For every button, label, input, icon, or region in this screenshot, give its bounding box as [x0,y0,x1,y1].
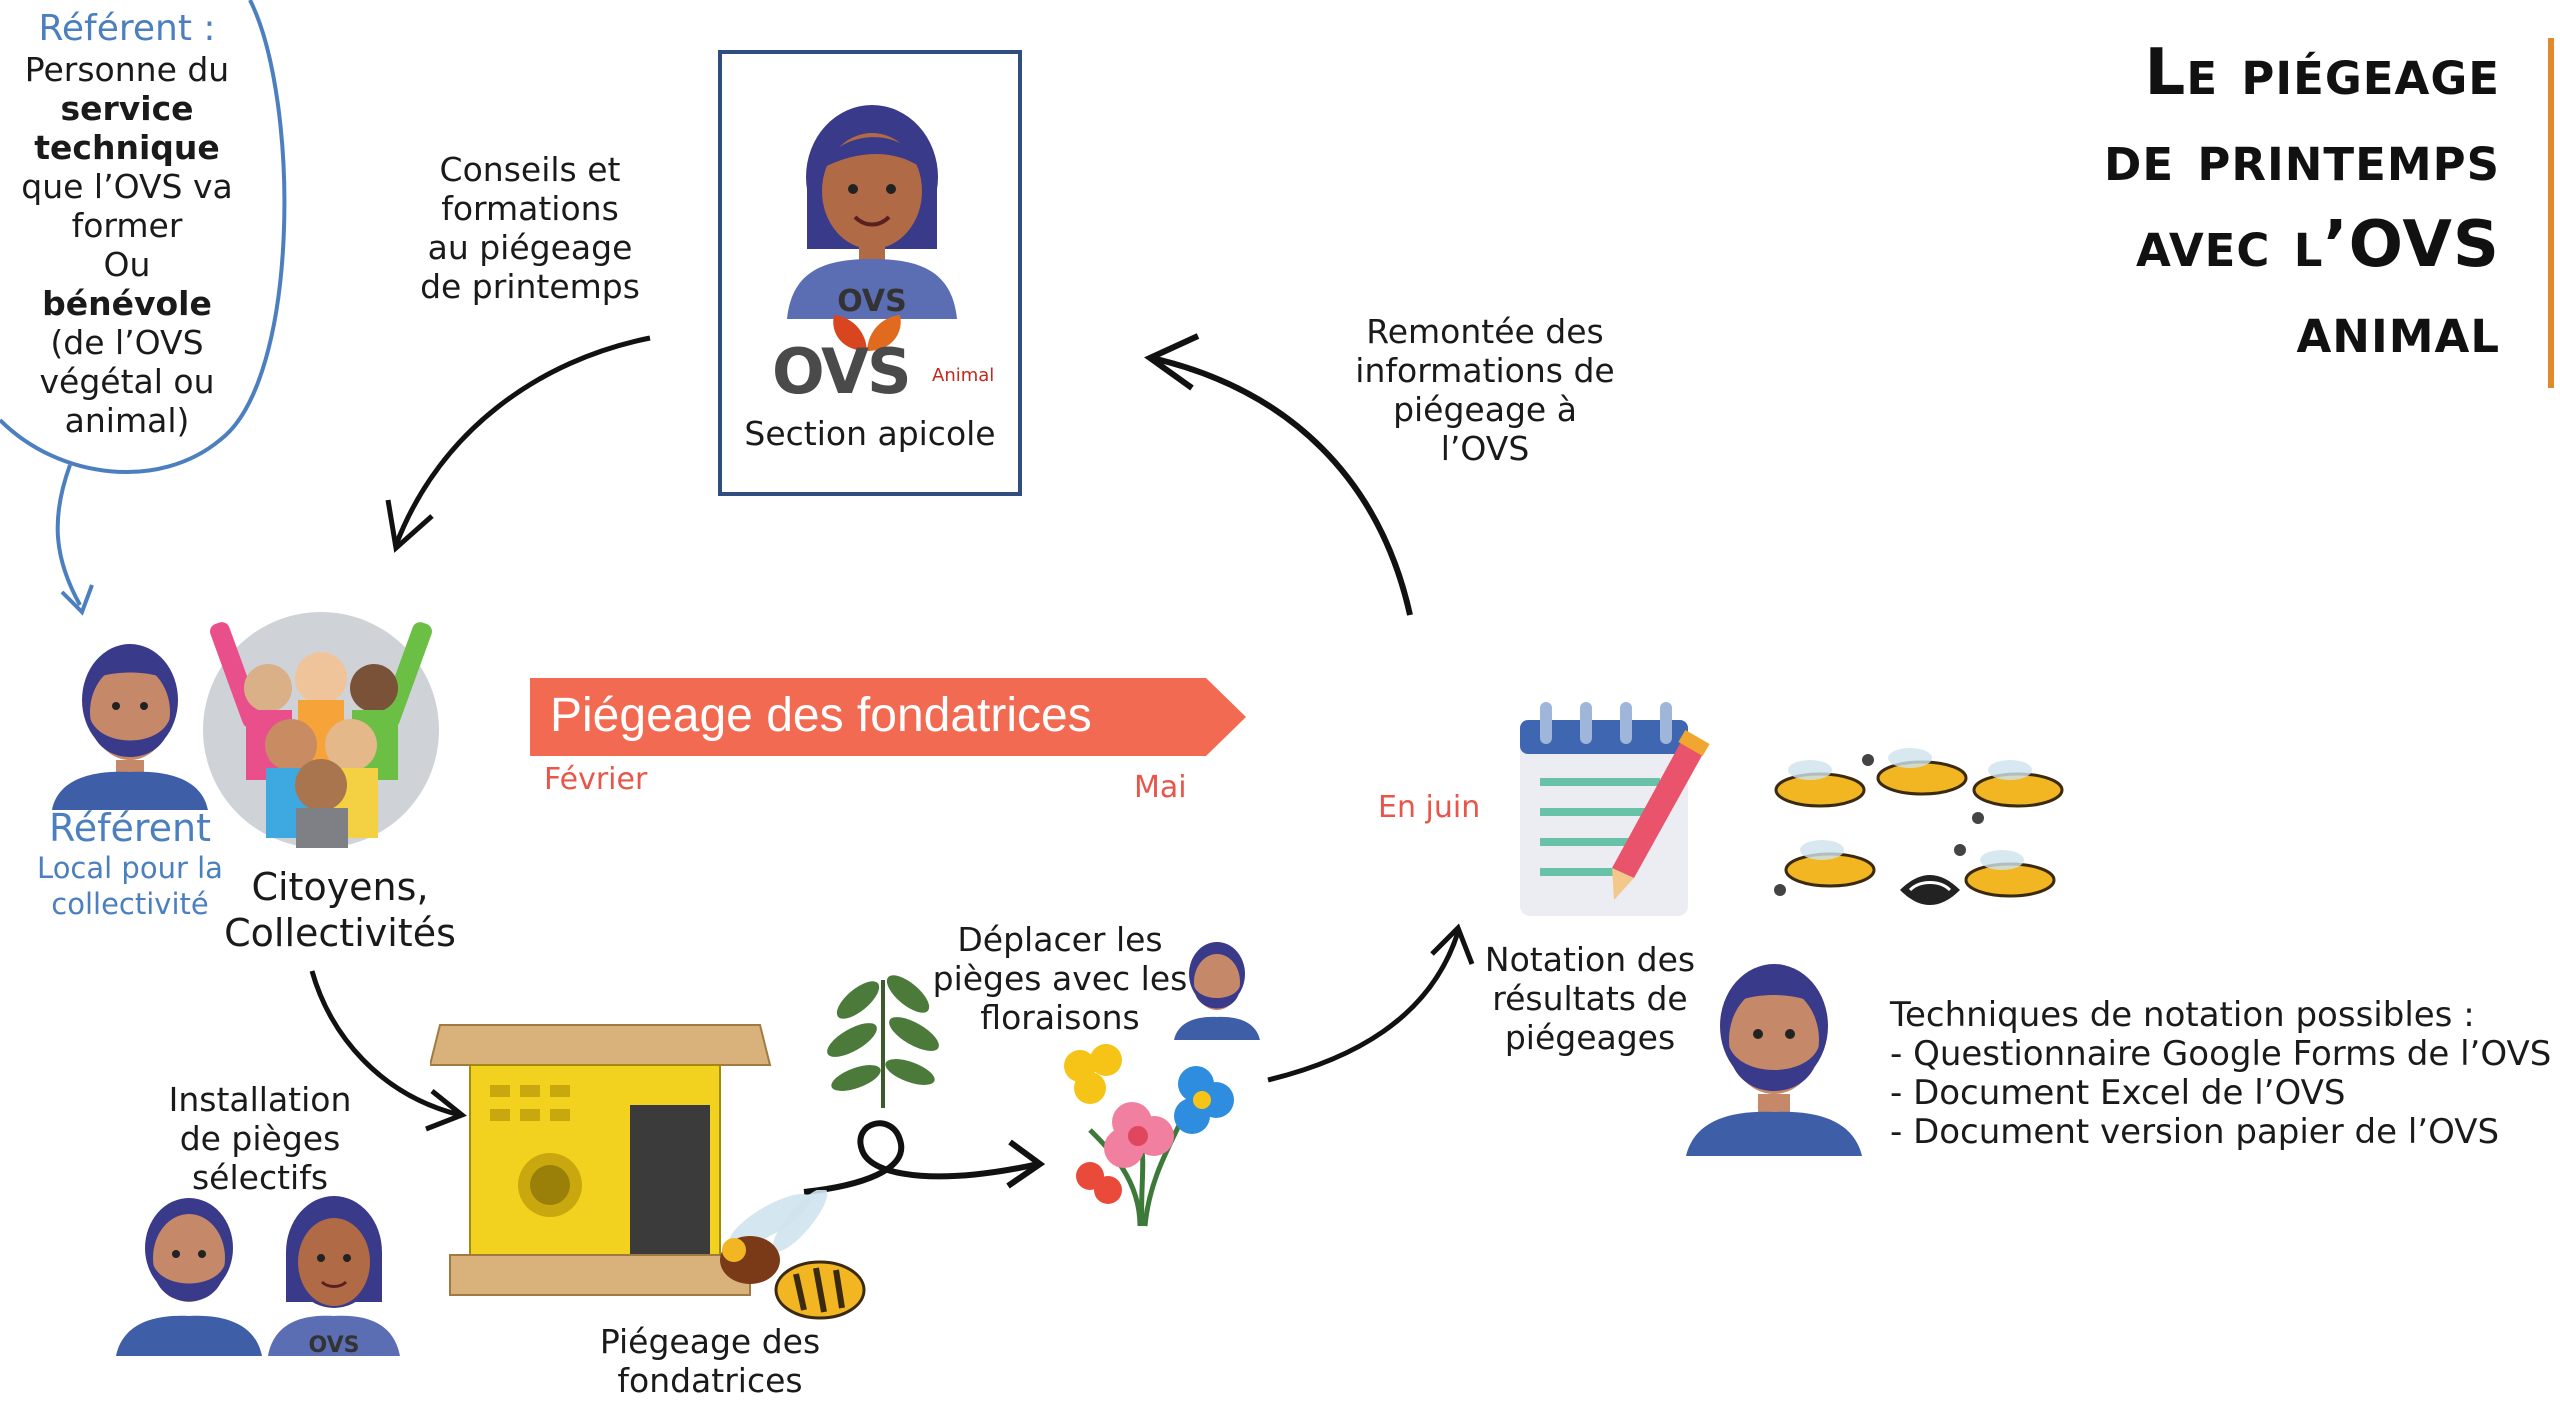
referent-bubble-line: service [60,89,194,128]
techniques-list: Techniques de notation possibles : - Que… [1890,996,2551,1152]
referent-bubble-line: Personne du [24,50,230,89]
referent-bubble-line: (de l’OVS [50,323,204,362]
leaves-icon [827,975,939,1108]
deplacer-line: pièges avec les [932,959,1188,998]
arrow-remontee-to-ovs [1144,333,1413,616]
notebook-icon [1520,702,1710,916]
installation-text: Installation de pièges sélectifs [150,1080,370,1197]
installation-line: de pièges [179,1119,341,1158]
title-line-3: avec l’OVS [2136,208,2500,282]
techniques-item: - Questionnaire Google Forms de l’OVS [1890,1034,2552,1074]
referent-bubble-line: former [71,206,183,245]
installation-line: Installation [168,1080,352,1119]
deplacer-line: Déplacer les [957,920,1163,959]
notation-text: Notation des résultats de piégeages [1470,940,1710,1057]
title-accent-bar [2548,38,2554,388]
techniques-item: - Document version papier de l’OVS [1890,1112,2500,1152]
remontee-line: l’OVS [1440,429,1530,468]
referent-bubble-line: Ou [103,245,151,284]
ovs-logo-sub: Animal [932,365,995,386]
notation-line: résultats de [1492,979,1688,1018]
title-line-1: Le piégeage [2144,36,2500,110]
referent-bubble-shape [0,0,287,616]
timeline-start: Février [544,762,648,797]
leaf-icon [833,315,901,351]
referent-local-text: Référent Local pour la collectivité [20,806,240,922]
referent-bubble-line: végétal ou [39,362,215,401]
arrow-loop-to-fleurs [803,1120,1046,1195]
timeline-banner [530,678,1246,756]
referent-local-line: Local pour la [37,851,223,885]
deplacer-line: floraisons [980,998,1140,1037]
conseils-text: Conseils et formations au piégeage de pr… [400,150,660,306]
citoyens-line: Citoyens, [251,865,429,909]
timeline-end: Mai [1134,770,1187,805]
notation-line: Notation des [1484,940,1696,979]
hornet-icon [720,1190,866,1320]
page-title: Le piégeage de printemps avec l’OVS animal [2104,30,2500,374]
referent-local-line: collectivité [51,887,209,921]
man-installer-avatar-icon [116,1198,262,1356]
remontee-line: piégeage à [1393,390,1577,429]
flowers-icon [1064,1044,1234,1227]
referent-bubble-text: Référent : Personne du service technique… [0,8,254,440]
man-notation-avatar-icon [1686,964,1862,1156]
ovs-section-card: OVS OVS Animal Section apicole [718,50,1022,496]
piegeage-line: fondatrices [617,1361,803,1400]
woman-installer-avatar-icon: OVS [268,1196,400,1356]
conseils-line: au piégeage [427,228,633,267]
conseils-line: formations [441,189,619,228]
man-avatar-icon [52,644,208,810]
title-line-2: de printemps [2103,122,2500,196]
deplacer-text: Déplacer les pièges avec les floraisons [920,920,1200,1037]
remontee-line: Remontée des [1366,312,1604,351]
citoyens-text: Citoyens, Collectivités [200,864,480,956]
remontee-line: informations de [1355,351,1615,390]
referent-bubble-line: bénévole [42,284,212,323]
notation-line: piégeages [1504,1018,1676,1057]
conseils-line: Conseils et [439,150,621,189]
citoyens-line: Collectivités [224,911,456,955]
arrow-conseils-to-citoyens [385,335,651,553]
installation-line: sélectifs [191,1158,329,1197]
small-badge-text: OVS [309,1333,360,1356]
referent-local-heading: Référent [49,806,211,850]
small-man-avatar-icon [1174,942,1260,1040]
conseils-line: de printemps [420,267,640,306]
ovs-logo: OVS Animal [772,315,995,408]
piegeage-line: Piégeage des [599,1322,821,1361]
citizens-group-icon [203,612,439,848]
timeline-label: Piégeage des fondatrices [550,689,1092,742]
timeline-after: En juin [1378,790,1481,825]
techniques-heading: Techniques de notation possibles : [1890,995,2475,1035]
piegeage-fondatrices-text: Piégeage des fondatrices [570,1322,850,1400]
woman-avatar-icon: OVS [787,105,957,319]
referent-bubble-line: technique [34,128,220,167]
remontee-text: Remontée des informations de piégeage à … [1340,312,1630,468]
ovs-card-caption: Section apicole [744,414,996,453]
referent-bubble-line: que l’OVS va [21,167,233,206]
avatar-badge-text: OVS [837,284,907,319]
hornets-cluster-icon [1774,748,2064,905]
arrow-citoyens-to-trap [309,970,467,1132]
title-line-4: animal [2296,294,2500,368]
hornet-trap-icon [430,1024,772,1296]
ovs-logo-text: OVS [772,335,912,408]
techniques-item: - Document Excel de l’OVS [1890,1073,2346,1113]
referent-bubble-line: animal) [64,401,190,440]
referent-bubble-heading: Référent : [38,8,216,49]
arrow-fleurs-to-notation [1267,923,1475,1083]
